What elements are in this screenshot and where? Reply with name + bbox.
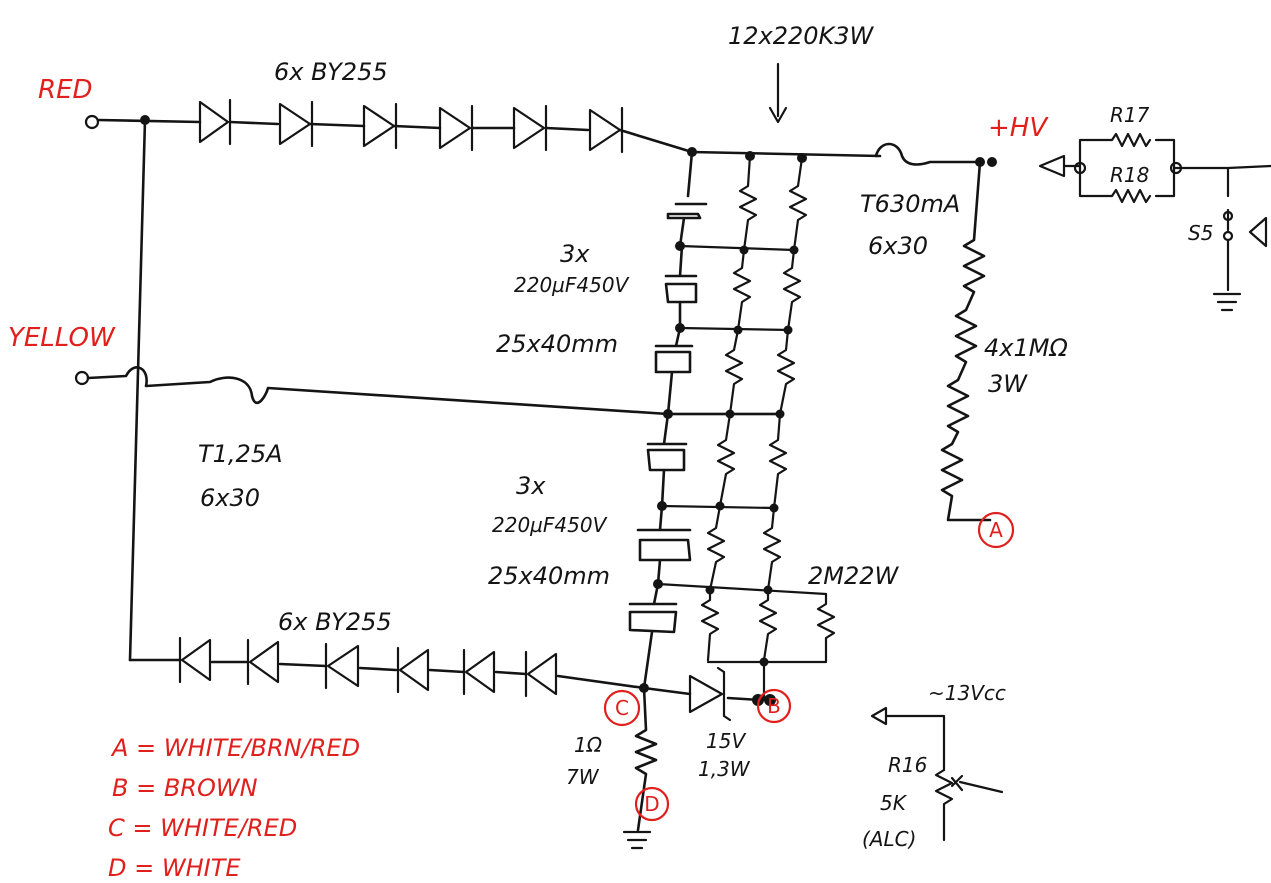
- r17-label: R17: [1110, 103, 1150, 127]
- supply-label: ~13Vcc: [928, 681, 1006, 705]
- bleeder-junctions: [705, 151, 807, 667]
- legend-entry: C = WHITE/RED: [108, 814, 297, 842]
- legend-entry: B = BROWN: [112, 774, 258, 802]
- diode: [278, 100, 314, 148]
- svg-text:C: C: [615, 696, 629, 720]
- resistor-2m2-label: 2M22W: [808, 562, 900, 590]
- red-input-terminal: [84, 114, 100, 130]
- shunt-resistor: [634, 686, 658, 832]
- r17-r18-network: [1078, 132, 1271, 204]
- r16-function-label: (ALC): [862, 827, 916, 851]
- diode: [178, 636, 212, 684]
- resistor-2m2: [706, 592, 836, 664]
- yellow-input-wire: [86, 366, 782, 416]
- r16-label: R16: [888, 753, 927, 777]
- diode: [462, 648, 496, 696]
- s5-contact: [1222, 210, 1234, 222]
- diode: [362, 102, 398, 150]
- diode: [588, 106, 624, 154]
- cap-top-value-label: 220µF450V: [514, 273, 630, 297]
- yellow-input-label: YELLOW: [8, 323, 116, 353]
- wire-color-legend: A = WHITE/BRN/RED B = BROWN C = WHITE/RE…: [108, 734, 360, 882]
- r16-potentiometer: [934, 768, 1004, 842]
- r18-label: R18: [1110, 163, 1149, 187]
- s5-label: S5: [1188, 221, 1213, 245]
- cap-top-size-label: 25x40mm: [496, 330, 618, 358]
- diode: [396, 646, 430, 694]
- svg-text:B: B: [767, 694, 781, 718]
- diode: [438, 104, 474, 152]
- legend-entry: D = WHITE: [108, 854, 241, 882]
- hv-resistor-value-label: 4x1MΩ: [984, 334, 1068, 362]
- diode: [246, 638, 280, 686]
- cap-bottom-value-label: 220µF450V: [492, 513, 608, 537]
- r16-value-label: 5K: [880, 791, 908, 815]
- top-rail-wire: [96, 118, 882, 158]
- junction: [687, 147, 697, 157]
- ground-symbol: [1212, 292, 1242, 312]
- hv-output-arrow: [1038, 154, 1082, 178]
- node-b: B: [756, 688, 792, 724]
- fuse-hv-size-label: 6x30: [868, 232, 928, 260]
- red-input-label: RED: [38, 75, 93, 105]
- s5-contact: [1222, 230, 1234, 242]
- s5-switch: [1226, 208, 1268, 292]
- legend-entry: A = WHITE/BRN/RED: [110, 734, 360, 762]
- fuse-main-rating-label: T1,25A: [198, 440, 283, 468]
- fuse-hv-rating-label: T630mA: [860, 190, 960, 218]
- zener-power-label: 1,3W: [698, 757, 751, 781]
- hv-node: [987, 157, 997, 167]
- diode: [198, 98, 232, 146]
- diode: [512, 104, 548, 152]
- hv-resistor-power-label: 3W: [988, 370, 1028, 398]
- node-d: D: [634, 786, 670, 822]
- ground-symbol: [622, 830, 652, 850]
- node-c: C: [603, 689, 641, 727]
- fuse-main-size-label: 6x30: [200, 484, 260, 512]
- zener-voltage-label: 15V: [706, 729, 746, 753]
- zener-diode: [688, 666, 732, 722]
- bottom-diode-string: [178, 636, 558, 698]
- hv-output-label: +HV: [988, 113, 1049, 143]
- terminal: [1169, 161, 1183, 175]
- shunt-value-label: 1Ω: [574, 733, 603, 757]
- bleeder-resistor-column-2: [758, 156, 808, 702]
- node-a: A: [977, 511, 1015, 549]
- svg-text:A: A: [989, 518, 1003, 542]
- capacitor-stack: [628, 150, 708, 690]
- cap-bottom-size-label: 25x40mm: [488, 562, 610, 590]
- svg-text:D: D: [644, 792, 659, 816]
- hv-fuse: [874, 142, 980, 166]
- top-diode-string: [198, 98, 624, 154]
- bleeder-tie-lines: [656, 244, 828, 596]
- cap-bottom-count-label: 3x: [516, 472, 546, 500]
- bleeder-resistor-column-1: [700, 154, 758, 662]
- shunt-power-label: 7W: [566, 765, 600, 789]
- diode: [524, 650, 558, 698]
- hv-resistor-string: [940, 160, 992, 522]
- cap-top-count-label: 3x: [560, 240, 590, 268]
- junction: [764, 694, 776, 706]
- left-bus-wire: [128, 118, 147, 662]
- supply-arrow: [870, 706, 946, 772]
- diodes-top-label: 6x BY255: [274, 58, 388, 86]
- diodes-bottom-label: 6x BY255: [278, 608, 392, 636]
- diode: [324, 642, 360, 690]
- terminal: [1073, 161, 1087, 175]
- yellow-input-terminal: [74, 370, 90, 386]
- resistor-chain-label: 12x220K3W: [728, 22, 875, 50]
- resistor-chain-arrow: [768, 62, 788, 124]
- bottom-rail-wire: [128, 658, 762, 702]
